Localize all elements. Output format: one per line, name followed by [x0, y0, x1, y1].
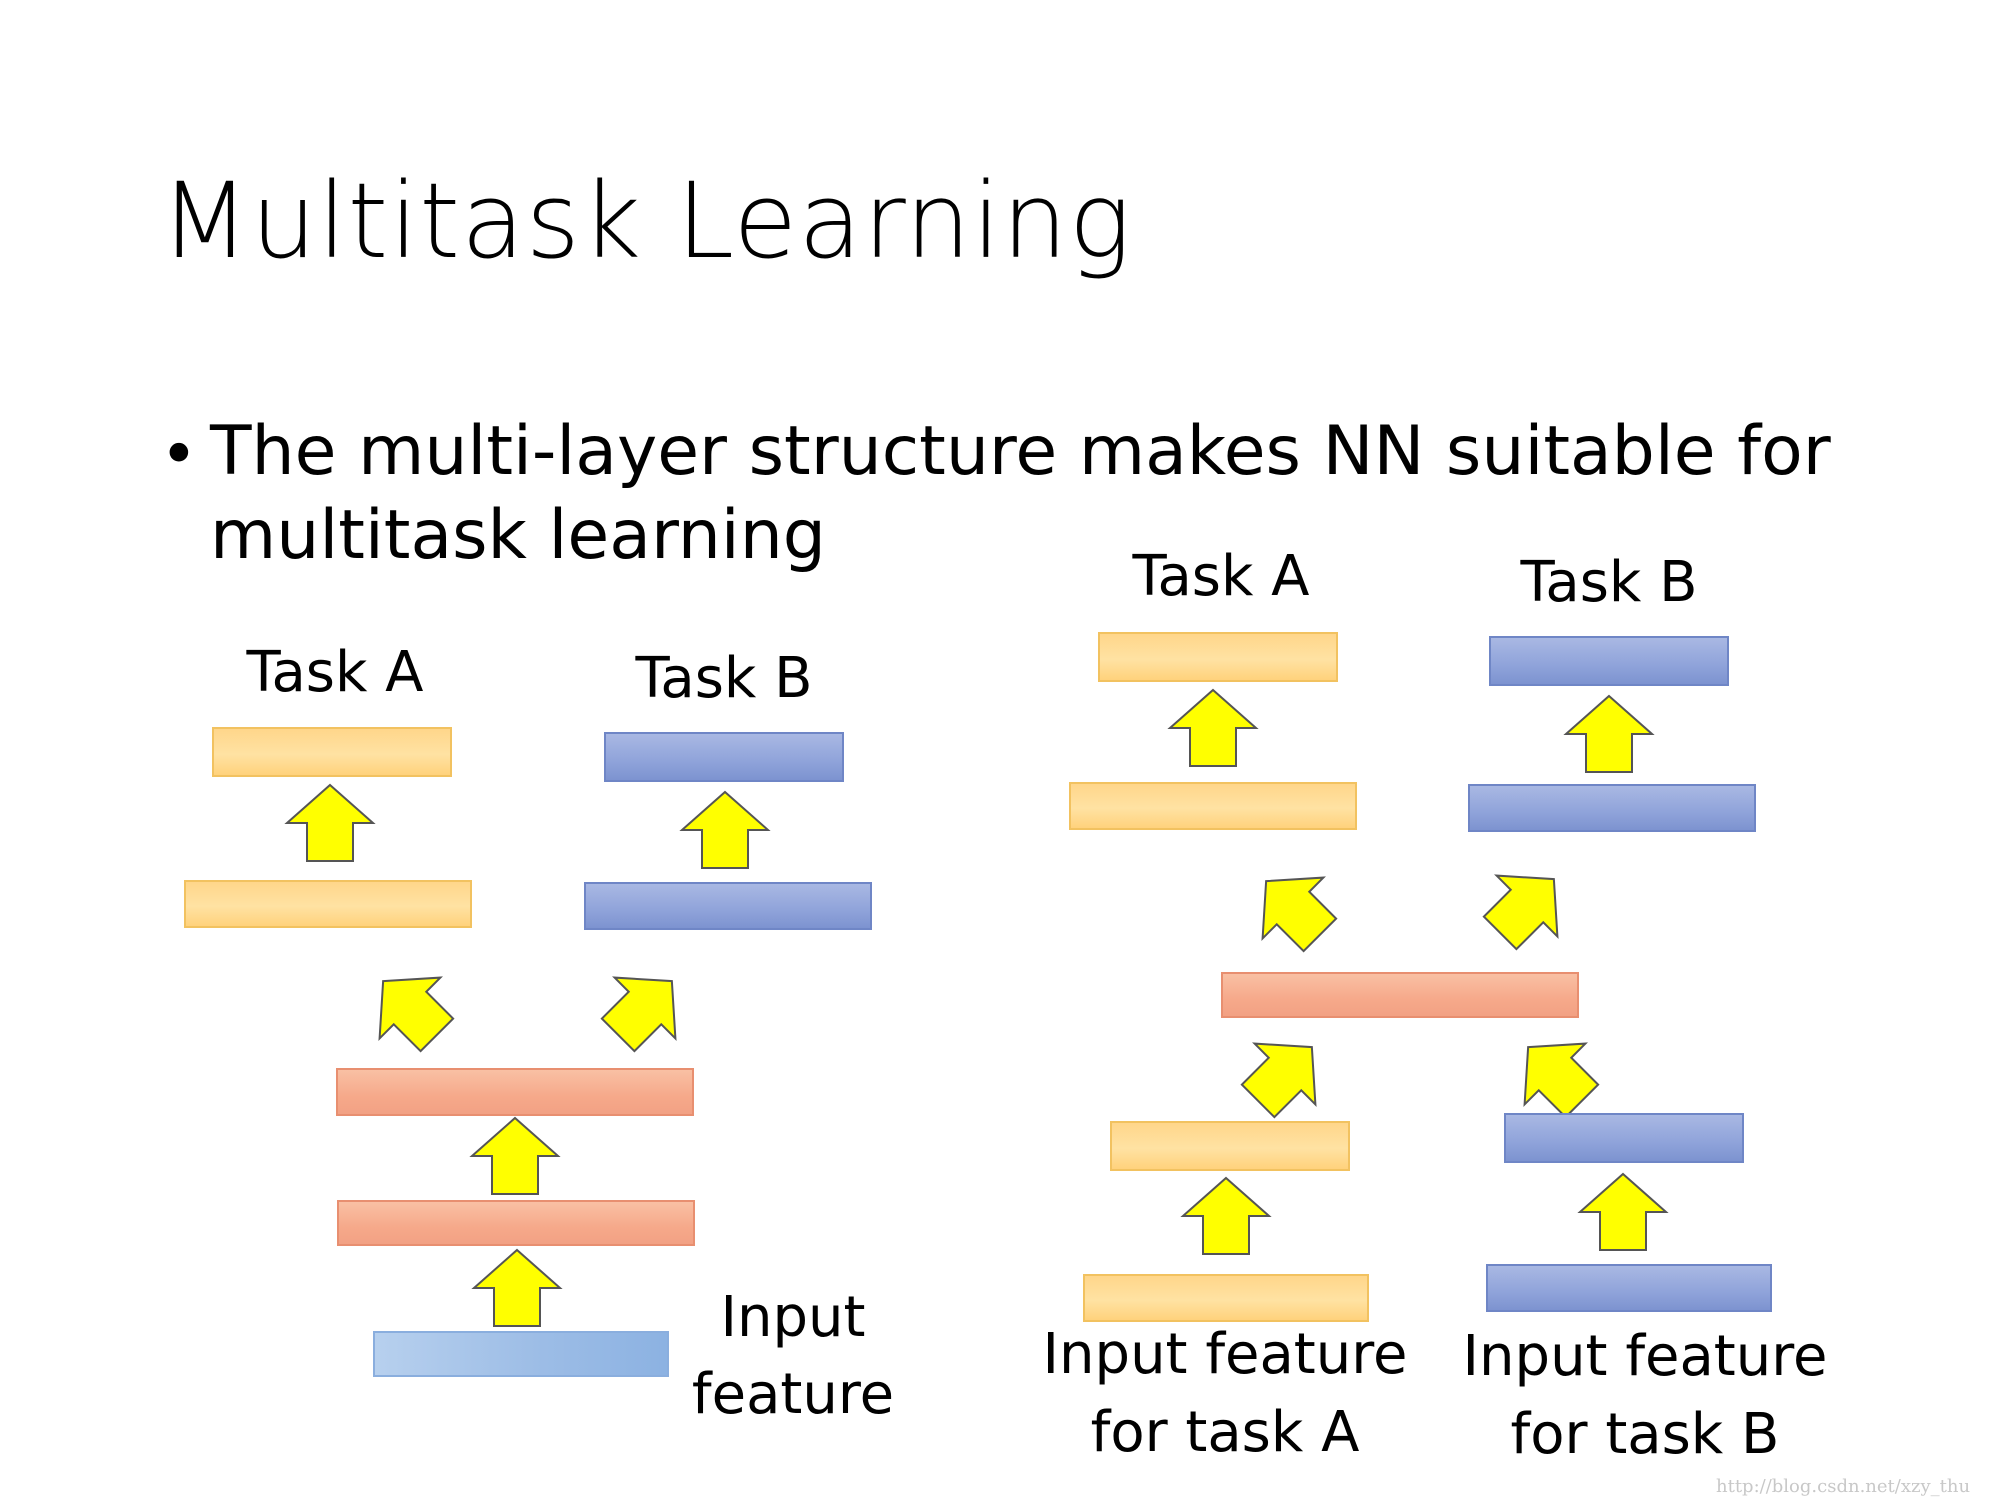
up-arrow-icon [1233, 848, 1353, 968]
left-input-label-line1: Input [720, 1285, 866, 1350]
right-task-a-label: Task A [1132, 544, 1310, 609]
up-arrow-icon [1563, 694, 1655, 774]
right-input-b-hidden-layer [1504, 1113, 1744, 1163]
up-arrow-icon [585, 948, 705, 1068]
right-input-a-hidden-layer [1110, 1121, 1350, 1171]
up-arrow-icon [1180, 1176, 1272, 1256]
right-task-a-hidden-layer [1069, 782, 1357, 830]
left-task-a-hidden-layer [184, 880, 472, 928]
left-shared-layer-2 [336, 1068, 694, 1116]
right-task-b-hidden-layer [1468, 784, 1756, 832]
bullet-dot: • [160, 418, 198, 492]
left-task-a-label: Task A [246, 640, 424, 705]
up-arrow-icon [284, 783, 376, 863]
up-arrow-icon [1225, 1014, 1345, 1134]
left-task-a-top-layer [212, 727, 452, 777]
left-input-layer [373, 1331, 669, 1377]
slide-title: Multitask Learning [160, 160, 1133, 282]
up-arrow-icon [350, 948, 470, 1068]
left-task-b-hidden-layer [584, 882, 872, 930]
up-arrow-icon [679, 790, 771, 870]
left-shared-layer-1 [337, 1200, 695, 1246]
right-input-a-label-line2: for task A [1090, 1400, 1360, 1465]
right-input-a-layer [1083, 1274, 1369, 1322]
right-task-a-top-layer [1098, 632, 1338, 682]
up-arrow-icon [471, 1248, 563, 1328]
up-arrow-icon [1577, 1172, 1669, 1252]
right-input-b-label-line2: for task B [1510, 1402, 1780, 1467]
watermark-text: http://blog.csdn.net/xzy_thu [1716, 1476, 1971, 1497]
up-arrow-icon [1495, 1014, 1615, 1134]
right-input-a-label-line1: Input feature [1042, 1322, 1408, 1387]
left-input-label-line2: feature [691, 1362, 895, 1427]
right-shared-layer [1221, 972, 1579, 1018]
left-task-b-top-layer [604, 732, 844, 782]
right-input-b-label-line1: Input feature [1462, 1324, 1828, 1389]
up-arrow-icon [1167, 688, 1259, 768]
right-task-b-label: Task B [1520, 550, 1698, 615]
bullet-text-line2: multitask learning [210, 496, 826, 575]
up-arrow-icon [469, 1116, 561, 1196]
up-arrow-icon [1467, 846, 1587, 966]
right-task-b-top-layer [1489, 636, 1729, 686]
right-input-b-layer [1486, 1264, 1772, 1312]
left-task-b-label: Task B [635, 646, 813, 711]
bullet-text-line1: The multi-layer structure makes NN suita… [210, 412, 1831, 491]
